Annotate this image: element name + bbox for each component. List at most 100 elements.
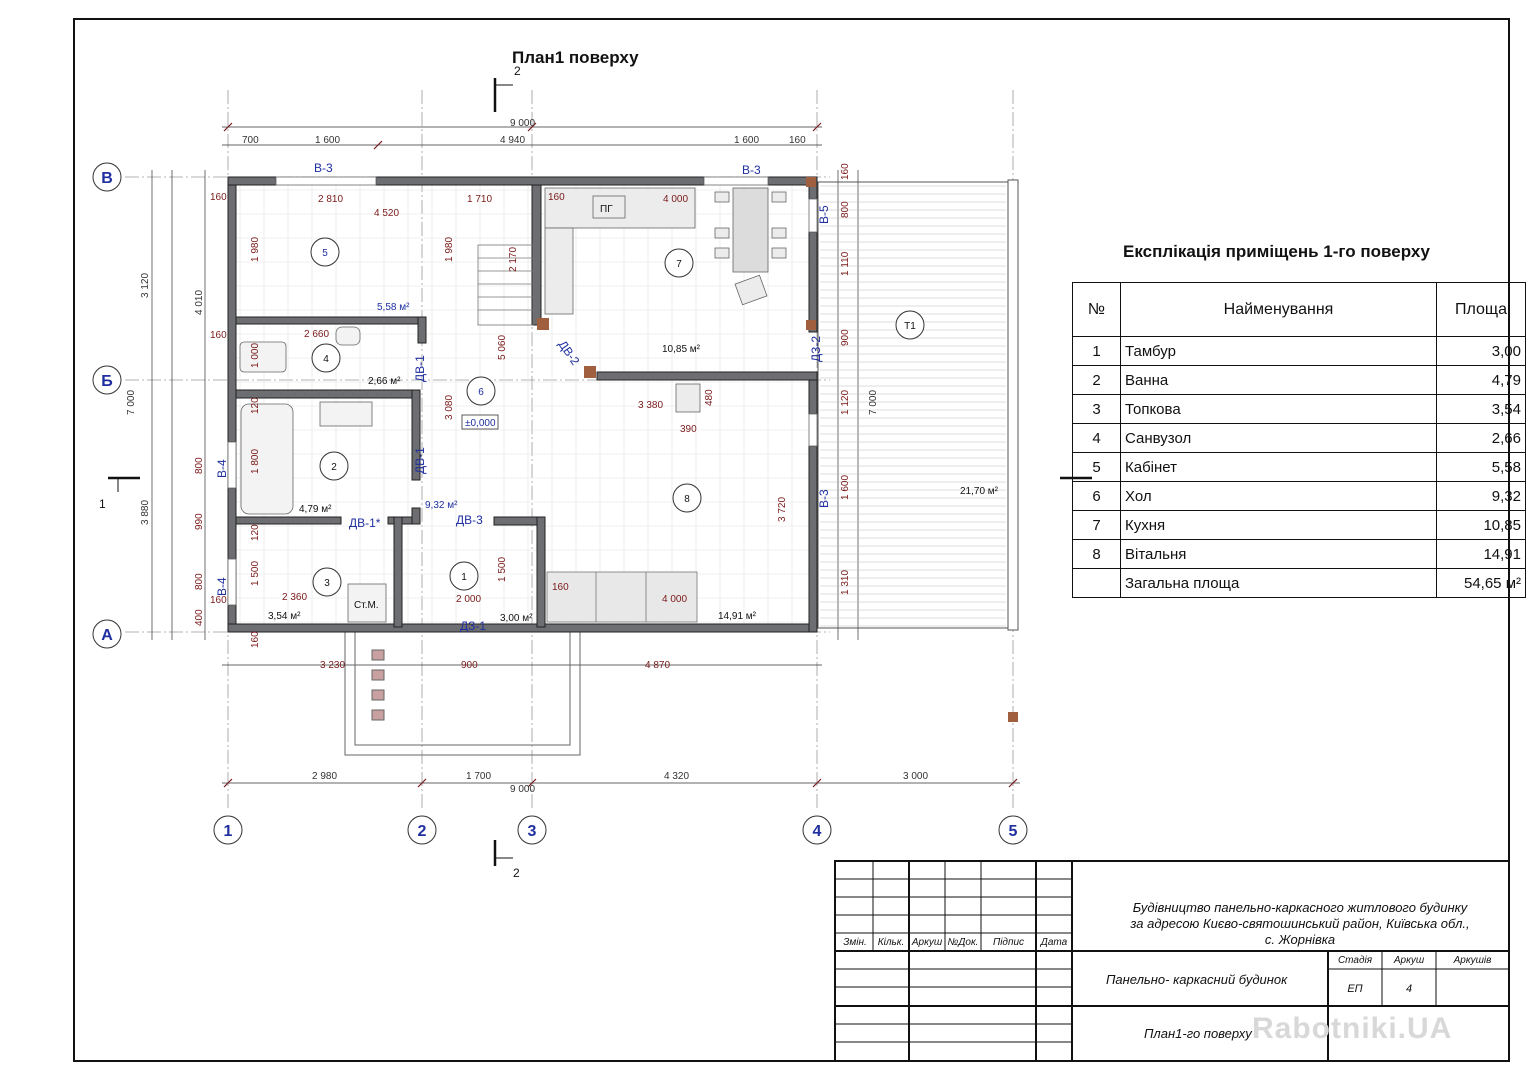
dim-left-16: 400 <box>194 609 205 626</box>
row-area: 2,66 <box>1436 423 1526 453</box>
room-7-number: 7 <box>676 259 682 270</box>
stamp-building: Панельно- каркасний будинок <box>1106 972 1288 987</box>
dim-left-13: 800 <box>194 457 205 474</box>
stamp-col-sign: Підпис <box>992 937 1025 948</box>
dim-lower-2: 900 <box>461 660 478 671</box>
dim-left-2: 3 880 <box>140 500 151 525</box>
terrace-area: 21,70 м² <box>960 486 999 497</box>
project-line-2: за адресою Києво-святошинський район, Ки… <box>1130 916 1470 931</box>
boiler-label: Ст.М. <box>354 600 379 611</box>
row-no: 8 <box>1072 539 1121 569</box>
room-2-number: 2 <box>331 462 337 473</box>
room-8-area: 14,91 м² <box>718 611 757 622</box>
door-dv1-star: ДВ-1* <box>349 516 381 530</box>
idim-26: 160 <box>840 163 851 180</box>
window-b3-north-left: В-3 <box>314 161 333 175</box>
dim-total-left: 7 000 <box>126 390 137 415</box>
axis-v: В <box>101 170 113 187</box>
header-no: № <box>1072 282 1121 337</box>
room-markers <box>310 237 925 597</box>
opening-labels: В-3 В-3 В-5 В-4 В-4 В-3 ДВ-1 ДВ-1 ДВ-1* … <box>215 161 831 633</box>
room-7-area: 10,85 м² <box>662 344 701 355</box>
dim-top-1: 700 <box>242 135 259 146</box>
bath-fixtures <box>239 326 387 623</box>
row-area: 14,91 <box>1436 539 1526 569</box>
door-dv2: ДВ-2 <box>556 338 583 368</box>
axis-b: Б <box>101 373 113 390</box>
idim-13: 390 <box>680 424 697 435</box>
room-6-area: 9,32 м² <box>425 500 458 511</box>
room-areas: 3,00 м² 4,79 м² 3,54 м² 2,66 м² 5,58 м² … <box>268 302 999 624</box>
room-1-number: 1 <box>461 572 467 583</box>
axis-1: 1 <box>224 823 233 840</box>
idim-4: 160 <box>548 192 565 203</box>
dim-total-right: 7 000 <box>868 390 879 415</box>
project-line-3: с. Жорнівка <box>1264 932 1336 947</box>
dim-left-11: 1 500 <box>250 561 261 586</box>
stamp-col-changes: Змін. <box>843 937 867 948</box>
total-area: 54,65 м² <box>1436 568 1526 598</box>
idim-11: 3 380 <box>638 400 663 411</box>
stamp-project: Будівництво панельно-каркасного житловог… <box>1100 900 1500 948</box>
dim-left-12: 160 <box>210 595 227 606</box>
dim-top-5: 160 <box>789 135 806 146</box>
axis-2: 2 <box>418 823 427 840</box>
stairs <box>477 244 534 326</box>
idim-23: 1 600 <box>840 475 851 500</box>
explication-header-row: № Найменування Площа <box>1072 282 1526 337</box>
idim-1: 2 810 <box>318 194 343 205</box>
row-no: 5 <box>1072 452 1121 482</box>
idim-24: 1 310 <box>840 570 851 595</box>
idim-14: 3 720 <box>777 497 788 522</box>
total-no <box>1072 568 1121 598</box>
window-b3-east: В-3 <box>817 489 831 508</box>
row-no: 6 <box>1072 481 1121 511</box>
stamp-sheet-value: 4 <box>1405 983 1413 995</box>
dimension-lines <box>151 122 1020 788</box>
window-b5: В-5 <box>817 205 831 224</box>
dim-left-6: 160 <box>210 330 227 341</box>
window-b4-boiler: В-4 <box>215 577 229 596</box>
idim-8: 1 980 <box>444 237 455 262</box>
dim-bottom-1: 2 980 <box>312 771 337 782</box>
dim-top-2: 1 600 <box>315 135 340 146</box>
dim-left-1: 3 120 <box>140 273 151 298</box>
header-area: Площа <box>1436 282 1526 337</box>
dim-total-bottom: 9 000 <box>510 784 535 795</box>
row-name: Хол <box>1120 481 1437 511</box>
dimension-texts: 9 000 9 000 7 000 7 000 700 1 600 4 940 … <box>126 118 928 795</box>
inner-dimension-texts: 2 810 4 520 1 710 160 4 000 2 660 2 170 … <box>282 163 851 605</box>
room-1-area: 3,00 м² <box>500 613 533 624</box>
row-name: Ванна <box>1120 365 1437 395</box>
axis-a: А <box>101 627 113 644</box>
idim-19: 160 <box>552 582 569 593</box>
dim-left-5: 1 980 <box>250 237 261 262</box>
stamp-sheet-label: Аркуш <box>1393 955 1425 966</box>
row-name: Кухня <box>1120 510 1437 540</box>
axis-4: 4 <box>813 823 822 840</box>
project-line-1: Будівництво панельно-каркасного житловог… <box>1132 900 1468 915</box>
level-mark-box <box>461 414 499 430</box>
room-6-number: 6 <box>478 387 484 398</box>
row-no: 3 <box>1072 394 1121 424</box>
title-block-lines <box>834 860 1510 1062</box>
row-no: 2 <box>1072 365 1121 395</box>
stamp-col-sheet: Аркуш <box>911 937 943 948</box>
idim-2: 4 520 <box>374 208 399 219</box>
axis-3: 3 <box>528 823 537 840</box>
room-8-number: 8 <box>684 494 690 505</box>
row-no: 4 <box>1072 423 1121 453</box>
row-area: 3,54 <box>1436 394 1526 424</box>
row-name: Тамбур <box>1120 336 1437 366</box>
room-3-number: 3 <box>324 578 330 589</box>
terrace-number: Т1 <box>904 321 916 332</box>
stamp-stage-value: ЕП <box>1347 983 1363 995</box>
kitchen-furniture <box>544 187 787 413</box>
